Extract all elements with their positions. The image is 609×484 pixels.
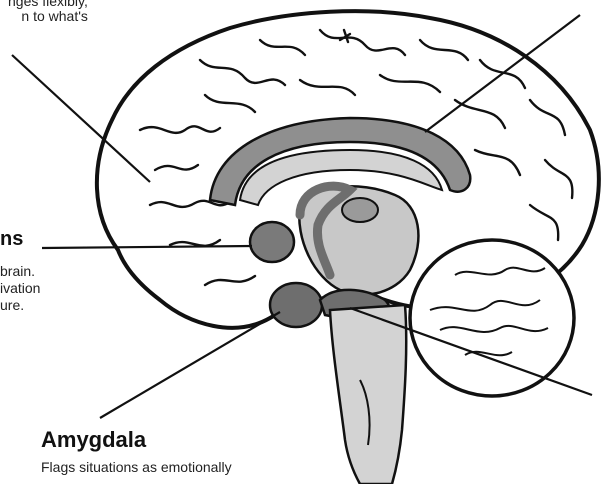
nucleus-desc-line-3: ure. — [0, 298, 24, 313]
amygdala — [270, 283, 322, 327]
nucleus-heading: ns — [0, 228, 23, 251]
prefrontal-label: nges flexibly, n to what's — [8, 0, 88, 24]
nucleus-desc-line-2: ivation — [0, 281, 40, 296]
nucleus-accumbens — [250, 222, 294, 262]
amygdala-description: Flags situations as emotionally — [41, 460, 232, 475]
nucleus-desc-line-1: brain. — [0, 264, 35, 279]
cerebellum — [410, 240, 574, 396]
leader-amygdala — [100, 312, 280, 418]
prefrontal-line-2: n to what's — [8, 9, 88, 24]
amygdala-heading: Amygdala — [41, 427, 146, 453]
thalamus-core — [342, 198, 378, 222]
brainstem — [330, 305, 406, 484]
